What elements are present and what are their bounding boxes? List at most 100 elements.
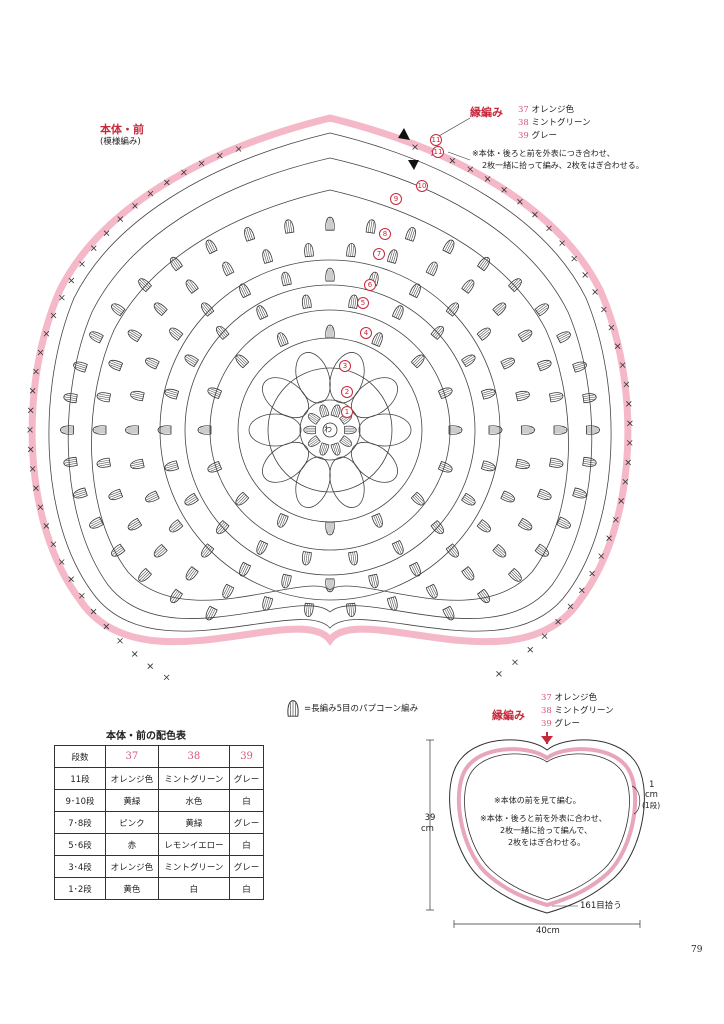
- popcorn-stitch: [346, 602, 357, 618]
- single-crochet-mark: [131, 651, 138, 657]
- popcorn-stitch: [521, 425, 535, 435]
- popcorn-stitch: [325, 521, 335, 536]
- popcorn-stitch: [300, 551, 312, 566]
- table-cell: ミントグリーン: [157, 855, 231, 878]
- popcorn-stitch: [365, 218, 377, 234]
- heart-outline: [28, 114, 632, 646]
- single-crochet-mark: [627, 420, 633, 427]
- front-title: 本体・前: [100, 123, 144, 136]
- table-cell: 水色: [157, 789, 231, 812]
- round-10-marker: 10: [416, 180, 428, 192]
- popcorn-stitch: [275, 330, 289, 348]
- popcorn-stitch: [220, 583, 235, 600]
- popcorn-stitch: [476, 325, 493, 341]
- popcorn-stitch: [71, 487, 88, 501]
- edging-color-row-39: 39 グレー: [518, 131, 558, 141]
- single-crochet-mark: [618, 498, 624, 504]
- popcorn-stitch: [151, 543, 168, 560]
- single-crochet-mark: [592, 289, 598, 295]
- popcorn-stitch: [242, 225, 256, 242]
- single-crochet-mark: [571, 255, 577, 262]
- table-row: 11段 オレンジ色 ミントグリーン グレー: [54, 767, 264, 790]
- single-crochet-mark: [501, 186, 507, 193]
- popcorn-stitch: [371, 512, 385, 530]
- single-crochet-mark: [546, 225, 552, 232]
- popcorn-legend-text: =長編み5目のパプコーン編み: [304, 704, 419, 714]
- single-crochet-mark: [117, 637, 123, 644]
- popcorn-stitch: [125, 327, 143, 343]
- popcorn-stitch: [536, 357, 553, 372]
- single-crochet-mark: [467, 166, 474, 173]
- table-cell: 1･2段: [54, 877, 106, 900]
- popcorn-stitch: [476, 519, 493, 535]
- single-crochet-mark: [496, 670, 502, 677]
- popcorn-stitch: [306, 411, 321, 425]
- popcorn-stitch: [461, 352, 478, 368]
- single-crochet-mark: [626, 440, 633, 446]
- table-row: 5･6段 赤 レモンイエロー 白: [54, 833, 264, 856]
- table-cell: レモンイエロー: [157, 833, 231, 856]
- popcorn-stitch: [275, 512, 289, 530]
- popcorn-stitch: [442, 238, 457, 255]
- popcorn-stitch: [87, 516, 104, 531]
- single-crochet-mark: [103, 623, 110, 630]
- popcorn-stitch: [129, 458, 145, 471]
- table-cell: 黄色: [105, 877, 159, 900]
- petal-loop: [329, 352, 365, 404]
- popcorn-stitch: [317, 403, 330, 418]
- popcorn-stitch: [339, 435, 354, 449]
- single-crochet-mark: [68, 576, 74, 582]
- popcorn-stitch: [167, 519, 184, 535]
- popcorn-stitch: [163, 460, 180, 473]
- single-crochet-mark: [50, 541, 57, 548]
- chart-popcorns: [60, 216, 600, 622]
- header-39: 39: [229, 745, 264, 768]
- single-crochet-mark: [147, 190, 154, 197]
- pickup-label: 161目拾う: [580, 901, 622, 911]
- popcorn-stitch: [198, 300, 215, 317]
- popcorn-stitch: [408, 561, 423, 579]
- popcorn-stitch: [151, 300, 168, 317]
- round-8-marker: 8: [379, 228, 391, 240]
- popcorn-stitch: [136, 276, 153, 293]
- popcorn-stitch: [95, 457, 111, 470]
- table-cell: 5･6段: [54, 833, 106, 856]
- single-crochet-mark: [37, 349, 44, 356]
- round-11-marker-a: 11: [430, 134, 442, 146]
- popcorn-stitch: [488, 425, 503, 435]
- single-crochet-mark: [217, 152, 223, 159]
- edging-bottom-note1: ※本体の前を見て編む。: [494, 796, 581, 805]
- popcorn-stitch: [303, 425, 316, 435]
- popcorn-stitch: [125, 517, 143, 533]
- single-crochet-mark: [527, 646, 534, 653]
- popcorn-stitch: [386, 248, 400, 264]
- color-table-header: 段数 37 38 39: [54, 745, 264, 768]
- popcorn-stitch: [476, 254, 493, 272]
- color-table-title: 本体・前の配色表: [106, 731, 186, 742]
- popcorn-stitch: [430, 520, 447, 537]
- single-crochet-mark: [622, 478, 629, 485]
- popcorn-stitch: [107, 488, 124, 503]
- popcorn-stitch: [368, 573, 381, 590]
- popcorn-stitch: [445, 543, 462, 560]
- popcorn-stitch: [92, 425, 107, 435]
- single-crochet-mark: [619, 362, 626, 368]
- popcorn-stitch: [182, 492, 199, 508]
- popcorn-stitch: [553, 425, 568, 435]
- round-6-marker: 6: [364, 279, 376, 291]
- edging-bottom-color-37: 37 オレンジ色: [541, 693, 598, 703]
- border-rows: (1段): [642, 801, 661, 810]
- single-crochet-mark: [512, 659, 518, 666]
- single-crochet-mark: [235, 146, 242, 152]
- table-cell: オレンジ色: [105, 855, 159, 878]
- popcorn-stitch: [391, 540, 406, 557]
- popcorn-stitch: [556, 329, 573, 344]
- single-crochet-mark: [43, 330, 50, 337]
- single-crochet-mark: [484, 176, 491, 182]
- popcorn-stitch: [197, 425, 212, 435]
- single-crochet-mark: [164, 179, 170, 186]
- single-crochet-mark: [181, 169, 187, 176]
- popcorn-stitch: [425, 583, 440, 600]
- table-cell: 11段: [54, 767, 106, 790]
- popcorn-stitch: [556, 516, 573, 531]
